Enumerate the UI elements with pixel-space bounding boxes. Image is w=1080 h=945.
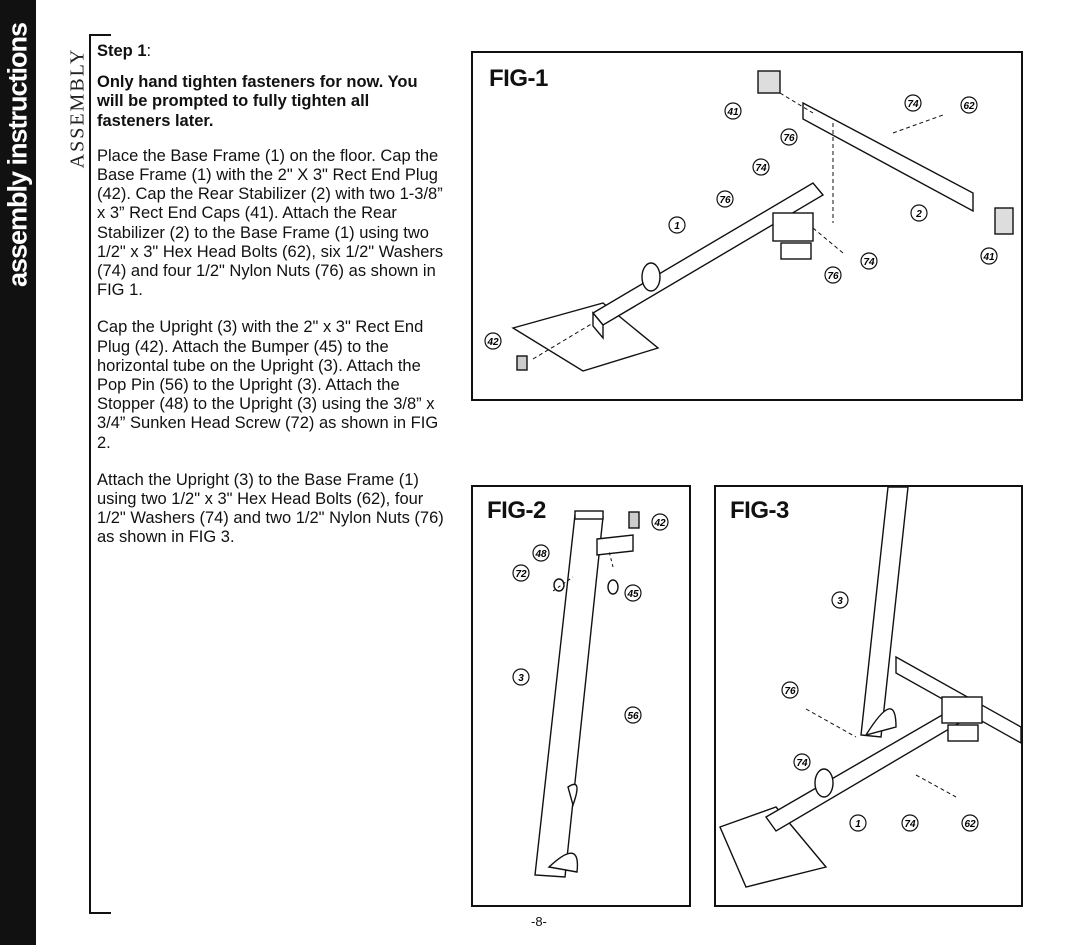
svg-text:56: 56 bbox=[627, 711, 639, 722]
fig2-callout-72: 72 bbox=[512, 564, 530, 582]
warning-text: Only hand tighten fasteners for now. You… bbox=[97, 73, 418, 130]
svg-text:42: 42 bbox=[653, 518, 666, 529]
svg-text:62: 62 bbox=[963, 101, 975, 112]
figure-1: FIG-1 41 74 bbox=[471, 51, 1023, 401]
svg-text:74: 74 bbox=[907, 99, 919, 110]
fig3-callout-3: 3 bbox=[831, 591, 849, 609]
figure-2-drawing: 42 48 72 45 3 56 bbox=[512, 510, 669, 878]
svg-text:72: 72 bbox=[515, 569, 527, 580]
fig3-callout-1: 1 bbox=[849, 814, 867, 832]
fig2-callout-3: 3 bbox=[512, 668, 530, 686]
svg-text:1: 1 bbox=[855, 819, 861, 830]
svg-text:1: 1 bbox=[674, 221, 680, 232]
svg-text:76: 76 bbox=[827, 271, 839, 282]
fig1-callout-74a: 74 bbox=[904, 94, 922, 112]
figure-1-label: FIG-1 bbox=[489, 65, 548, 92]
section-label: ASSEMBLY bbox=[66, 38, 90, 188]
fig1-callout-76b: 76 bbox=[716, 190, 734, 208]
svg-text:74: 74 bbox=[904, 819, 916, 830]
svg-text:2: 2 bbox=[915, 209, 922, 220]
paragraph-2: Cap the Upright (3) with the 2" x 3" Rec… bbox=[97, 318, 439, 452]
figure-3-drawing: 3 76 74 1 74 62 bbox=[719, 487, 1021, 888]
step-colon: : bbox=[146, 42, 152, 60]
svg-text:74: 74 bbox=[796, 758, 808, 769]
step-heading: Step 1: bbox=[97, 42, 447, 61]
fig1-callout-74b: 74 bbox=[752, 158, 770, 176]
fig1-callout-42: 42 bbox=[484, 332, 502, 350]
fig1-callout-41a: 41 bbox=[724, 102, 742, 120]
paragraph-1: Place the Base Frame (1) on the floor. C… bbox=[97, 146, 444, 300]
svg-text:74: 74 bbox=[755, 163, 767, 174]
figure-3-label: FIG-3 bbox=[730, 497, 789, 524]
fig2-callout-42: 42 bbox=[651, 513, 669, 531]
fig3-callout-74a: 74 bbox=[793, 753, 811, 771]
fig3-callout-76: 76 bbox=[781, 681, 799, 699]
figure-1-drawing: 41 74 62 76 74 76 1 2 41 74 76 42 bbox=[484, 70, 1014, 372]
fig2-callout-48: 48 bbox=[532, 544, 550, 562]
figure-3: FIG-3 3 76 74 1 74 62 bbox=[714, 485, 1023, 907]
svg-text:76: 76 bbox=[783, 133, 795, 144]
sidebar: assembly instructions bbox=[0, 0, 36, 945]
fig2-callout-56: 56 bbox=[624, 706, 642, 724]
svg-text:3: 3 bbox=[837, 596, 843, 607]
fig3-callout-62: 62 bbox=[961, 814, 979, 832]
fig1-callout-2: 2 bbox=[910, 204, 928, 222]
instructions-column: Step 1: Only hand tighten fasteners for … bbox=[97, 42, 447, 566]
paragraph-3: Attach the Upright (3) to the Base Frame… bbox=[97, 470, 444, 547]
fig3-callout-74b: 74 bbox=[901, 814, 919, 832]
svg-text:76: 76 bbox=[719, 195, 731, 206]
fig1-callout-41b: 41 bbox=[980, 247, 998, 265]
svg-text:62: 62 bbox=[964, 819, 976, 830]
svg-text:48: 48 bbox=[534, 549, 547, 560]
svg-text:45: 45 bbox=[626, 589, 639, 600]
fig1-callout-74c: 74 bbox=[860, 252, 878, 270]
fig1-callout-76c: 76 bbox=[824, 266, 842, 284]
figure-2: FIG-2 42 48 72 45 3 56 bbox=[471, 485, 691, 907]
svg-text:41: 41 bbox=[982, 252, 995, 263]
sidebar-title: assembly instructions bbox=[0, 0, 36, 330]
fig1-callout-62: 62 bbox=[960, 96, 978, 114]
bracket-divider bbox=[89, 34, 111, 914]
svg-text:41: 41 bbox=[726, 107, 739, 118]
svg-text:42: 42 bbox=[486, 337, 499, 348]
figure-2-label: FIG-2 bbox=[487, 497, 546, 524]
section-label-text: ASSEMBLY bbox=[66, 47, 89, 169]
sidebar-title-text: assembly instructions bbox=[2, 22, 33, 288]
svg-text:74: 74 bbox=[863, 257, 875, 268]
svg-text:76: 76 bbox=[784, 686, 796, 697]
svg-text:3: 3 bbox=[518, 673, 524, 684]
fig1-callout-76a: 76 bbox=[780, 128, 798, 146]
page-number: -8- bbox=[531, 914, 547, 929]
fig1-callout-1: 1 bbox=[668, 216, 686, 234]
step-label: Step 1 bbox=[97, 42, 147, 60]
fig2-callout-45: 45 bbox=[624, 584, 642, 602]
